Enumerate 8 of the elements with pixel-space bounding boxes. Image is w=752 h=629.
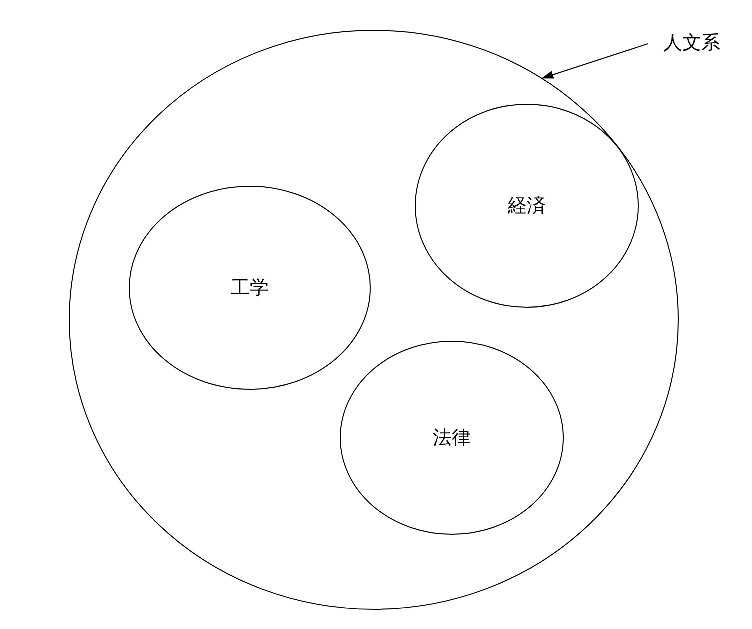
topic-label: 法律	[433, 426, 471, 451]
topic-ellipse	[129, 186, 371, 390]
topic-label: 経済	[508, 194, 546, 219]
topic-label: 工学	[231, 276, 269, 301]
leader-arrow	[542, 44, 648, 79]
topic-ellipse	[415, 104, 639, 308]
topic-ellipse	[340, 341, 564, 535]
callout-text: 人文系	[664, 31, 720, 56]
